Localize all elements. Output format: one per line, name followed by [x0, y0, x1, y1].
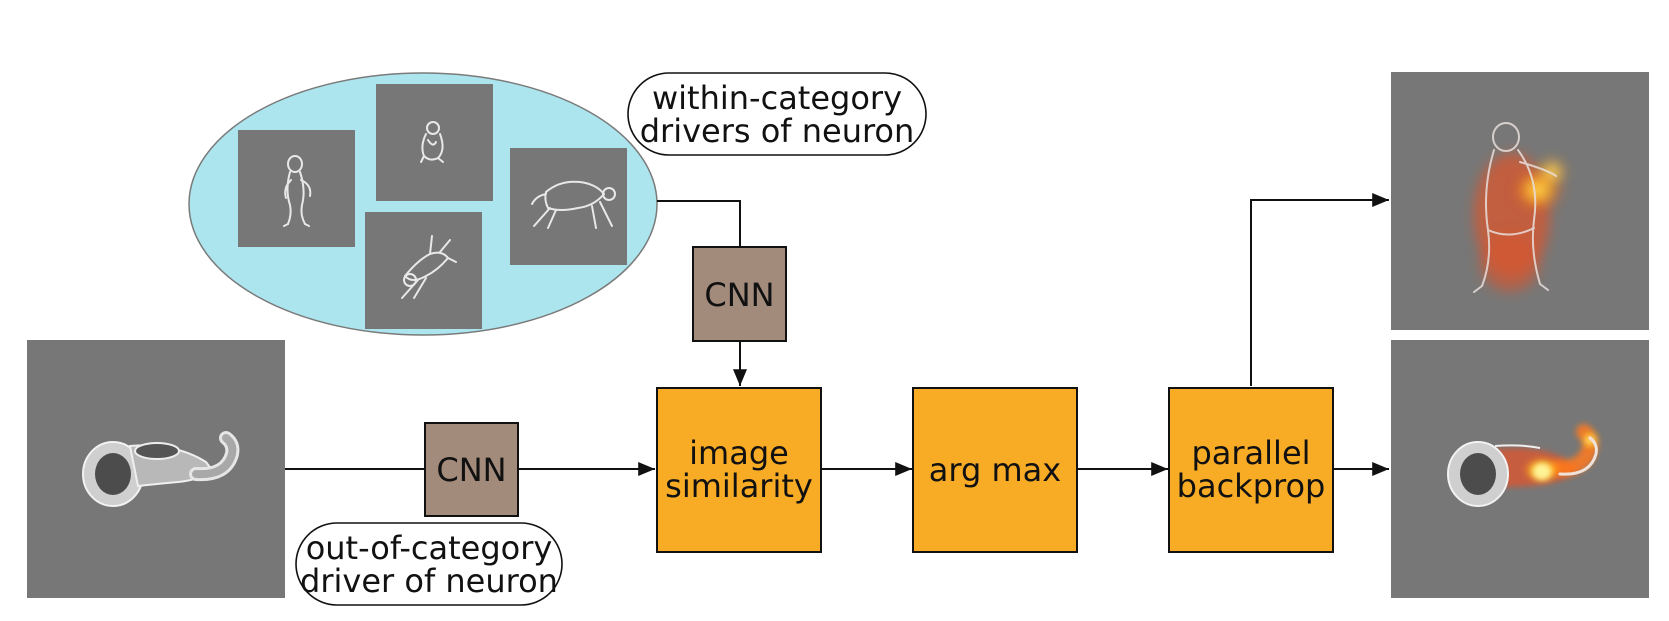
out-of-category-thumbnail: [27, 340, 285, 598]
image-similarity-box: image similarity: [656, 387, 822, 553]
within-category-label-line1: within-category: [652, 79, 902, 117]
out-of-category-label-line1: out-of-category: [306, 529, 553, 567]
connectors: [285, 193, 1389, 476]
arg-max-label: arg max: [929, 451, 1061, 489]
cnn-box-bottom: CNN: [424, 422, 519, 517]
within-category-label-box: [627, 72, 927, 156]
within-category-label-line2: drivers of neuron: [640, 112, 915, 150]
within-category-label: within-category drivers of neuron: [627, 72, 927, 156]
monkey-thumbnail-4: [365, 212, 482, 329]
parallel-backprop-label-line1: parallel: [1191, 434, 1310, 472]
out-of-category-label: out-of-category driver of neuron: [295, 522, 563, 606]
image-similarity-label-line2: similarity: [665, 467, 813, 505]
monkey-thumbnail-3: [510, 148, 627, 265]
within-category-cluster: [188, 72, 658, 336]
cnn-box-top-label: CNN: [704, 276, 774, 314]
arrow-backprop-to-output-top: [1250, 193, 1389, 386]
image-similarity-label-line1: image: [689, 434, 789, 472]
pipe-object: [82, 431, 240, 507]
cnn-box-top: CNN: [692, 246, 787, 342]
parallel-backprop-box: parallel backprop: [1168, 387, 1334, 553]
out-of-category-label-box: [295, 522, 563, 606]
monkey-thumbnail-2: [376, 84, 493, 201]
monkey-thumbnail-1: [238, 130, 355, 247]
arg-max-box: arg max: [912, 387, 1078, 553]
parallel-backprop-label-line2: backprop: [1177, 467, 1326, 505]
output-heatmap-top: [1391, 72, 1649, 330]
out-of-category-label-line2: driver of neuron: [300, 562, 558, 600]
output-heatmap-bottom: [1391, 340, 1649, 598]
cnn-box-bottom-label: CNN: [436, 451, 506, 489]
connector-ellipse-to-cnn: [657, 200, 741, 247]
